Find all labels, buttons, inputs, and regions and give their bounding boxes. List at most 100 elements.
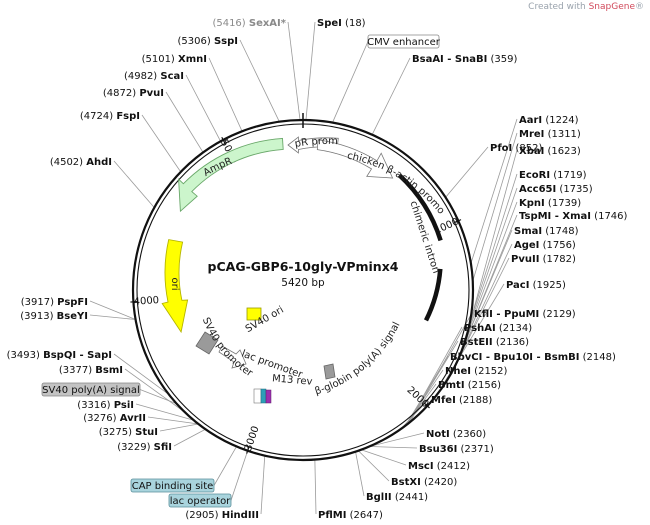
- site-pvuii: PvuII (1782): [511, 254, 576, 265]
- site-noti-part-1: (2360): [450, 429, 487, 440]
- site-acc65i-part-0: Acc65I: [519, 184, 556, 195]
- site-pshai-part-1: (2134): [496, 323, 533, 334]
- restriction-site-labels: SpeI (18)(5416) SexAI*(5306) SspI(5101) …: [7, 18, 628, 521]
- leader-pflmi: [314, 459, 317, 515]
- site-bbvci-part-1: (2148): [579, 352, 616, 363]
- site-msci-part-1: (2412): [434, 461, 471, 472]
- site-bsu36i: Bsu36I (2371): [419, 444, 494, 455]
- site-xbai: XbaI (1623): [519, 146, 581, 157]
- site-scai: (4982) ScaI: [124, 71, 184, 82]
- leader-lac-operator: [230, 450, 249, 501]
- site-spei-part-0: SpeI: [317, 18, 342, 29]
- leader-cmv-enhancer: [332, 41, 369, 123]
- site-sfii: (3229) SfiI: [117, 442, 172, 453]
- sv40-promoter-feature: [195, 331, 247, 369]
- site-sfii-part-1: SfiI: [154, 442, 172, 453]
- site-kfli: KflI - PpuMI (2129): [474, 309, 576, 320]
- site-bsaai-part-1: (359): [487, 54, 517, 65]
- leader-aari: [470, 118, 518, 264]
- site-sexai-part-1: SexAI*: [249, 18, 287, 29]
- ori-arrow: [161, 239, 189, 334]
- site-agei-part-0: AgeI: [514, 240, 539, 251]
- site-msci-part-0: MscI: [408, 461, 434, 472]
- site-aari-part-0: AarI: [519, 115, 542, 126]
- site-bspqi-part-0: (3493): [7, 350, 43, 361]
- site-avrii-part-1: AvrII: [120, 413, 146, 424]
- site-xmni-part-1: XmnI: [178, 54, 207, 65]
- sv40-polya-box: [41, 382, 141, 397]
- site-avrii-part-0: (3276): [83, 413, 119, 424]
- cap-site-label: CAP binding site: [132, 481, 214, 492]
- site-pvuii-part-1: (1782): [539, 254, 576, 265]
- cba-promoter-feature: [316, 139, 394, 179]
- leader-ahdi: [113, 160, 155, 208]
- site-pspfi: (3917) PspFI: [21, 297, 88, 308]
- site-sspi: (5306) SspI: [178, 36, 238, 47]
- lac-promoter-block: [253, 388, 262, 404]
- site-pvuii-part-0: PvuII: [511, 254, 539, 265]
- site-pflmi-part-1: (2647): [346, 510, 383, 521]
- leader-bstxi: [358, 450, 390, 482]
- tick-mark-2000: [423, 402, 430, 409]
- site-agei-part-1: (1756): [539, 240, 576, 251]
- site-bsaai-part-0: BsaAI - SnaBI: [412, 54, 487, 65]
- site-bglii-part-0: BglII: [366, 492, 392, 503]
- site-bglii-part-1: (2441): [392, 492, 429, 503]
- site-psii-part-0: (3316): [77, 400, 113, 411]
- site-mrei: MreI (1311): [519, 129, 581, 140]
- site-tspmi-part-1: (1746): [591, 211, 628, 222]
- cmv-enhancer-box: [367, 34, 440, 49]
- ampr-arrow: [178, 137, 284, 213]
- site-smai-part-0: SmaI: [514, 226, 542, 237]
- site-bseyi-part-0: (3913): [20, 311, 56, 322]
- site-hindiii-part-1: HindIII: [222, 510, 259, 521]
- leader-bsu36i: [369, 446, 418, 449]
- site-aari-part-1: (1224): [542, 115, 579, 126]
- site-pshai: PshAI (2134): [464, 323, 532, 334]
- site-hindiii-part-0: (2905): [185, 510, 221, 521]
- site-bsteii: BstEII (2136): [460, 337, 529, 348]
- sv40-polya-label: SV40 poly(A) signal: [42, 385, 140, 396]
- site-bsaai: BsaAI - SnaBI (359): [412, 54, 517, 65]
- leader-xmni: [208, 57, 243, 132]
- site-spei: SpeI (18): [317, 18, 366, 29]
- intron-feature: [397, 173, 443, 322]
- site-acc65i: Acc65I (1735): [519, 184, 593, 195]
- site-bmti: BmtI (2156): [438, 380, 501, 391]
- leader-fspi: [141, 114, 182, 173]
- site-spei-part-1: (18): [342, 18, 366, 29]
- leader-pvui-l: [165, 91, 204, 153]
- site-bsu36i-part-0: Bsu36I: [419, 444, 457, 455]
- cap-site-box: [130, 478, 215, 493]
- site-xmni-part-0: (5101): [142, 54, 178, 65]
- site-xbai-part-1: (1623): [544, 146, 581, 157]
- leader-bglii: [355, 451, 365, 497]
- site-sfii-part-0: (3229): [117, 442, 153, 453]
- leader-paci: [436, 283, 505, 395]
- site-kpni-part-1: (1739): [545, 198, 582, 209]
- site-sspi-part-1: SspI: [214, 36, 238, 47]
- site-ecori: EcoRI (1719): [519, 170, 587, 181]
- site-pvui-l-part-1: PvuI: [139, 88, 164, 99]
- sv40-promoter-block: [195, 331, 219, 355]
- brand-suffix: ®: [635, 2, 644, 12]
- site-acc65i-part-1: (1735): [556, 184, 593, 195]
- site-bglii: BglII (2441): [366, 492, 428, 503]
- site-scai-part-0: (4982): [124, 71, 160, 82]
- site-fspi: (4724) FspI: [80, 111, 140, 122]
- site-pshai-part-0: PshAI: [464, 323, 496, 334]
- lac-m13-feature: [253, 388, 272, 404]
- site-bsu36i-part-1: (2371): [457, 444, 494, 455]
- sv40-ori-box: [246, 307, 262, 321]
- tick-mark-1000: [454, 219, 462, 224]
- site-tspmi: TspMI - XmaI (1746): [519, 211, 628, 222]
- site-pflmi-part-0: PflMI: [318, 510, 346, 521]
- ori-label: ori: [169, 277, 180, 290]
- leader-pshai: [407, 326, 463, 425]
- leader-pfoi: [445, 146, 489, 198]
- site-tspmi-part-0: TspMI - XmaI: [519, 211, 591, 222]
- site-pfoi-part-0: PfoI: [490, 143, 512, 154]
- plasmid-name: pCAG-GBP6-10gly-VPminx4: [208, 259, 399, 274]
- site-stui: (3275) StuI: [99, 427, 158, 438]
- m13-rev-label: M13 rev: [272, 373, 313, 387]
